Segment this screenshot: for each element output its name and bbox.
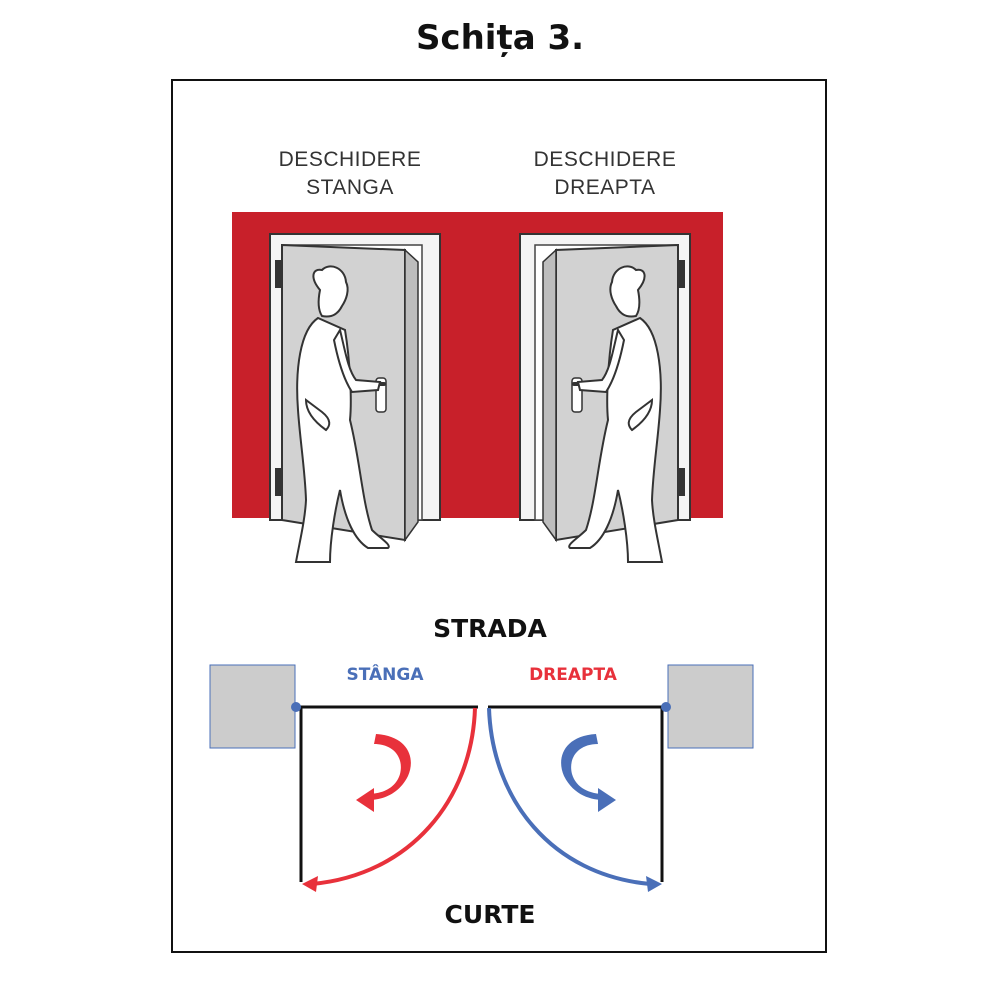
left-door-hinge-bottom	[275, 468, 282, 496]
right-person	[568, 265, 664, 563]
right-rotation-arrowhead	[598, 788, 616, 812]
left-swing-arc	[311, 707, 477, 886]
floor-plan	[209, 664, 754, 892]
dreapta-label: DREAPTA	[529, 665, 617, 685]
right-door-hinge-top	[678, 260, 685, 288]
left-door-edge	[404, 248, 419, 543]
left-door-hinge-top	[275, 260, 282, 288]
left-opening-label-line1: DESCHIDERE	[278, 148, 422, 171]
right-opening-label: DESCHIDERE DREAPTA	[505, 146, 705, 202]
right-hinge-dot	[661, 702, 671, 712]
left-rotation-arrow	[368, 734, 411, 800]
left-opening-label-line2: STANGA	[306, 176, 394, 199]
left-rotation-arrowhead	[356, 788, 374, 812]
page-title: Schița 3.	[415, 18, 585, 58]
right-wall-block	[667, 664, 754, 749]
right-door-edge	[542, 248, 557, 543]
right-opening-label-line2: DREAPTA	[554, 176, 656, 199]
strada-label: STRADA	[433, 614, 547, 643]
left-door-illustration	[269, 233, 441, 563]
left-swing-arrowhead	[302, 876, 318, 892]
right-door-illustration	[519, 233, 691, 563]
sketch-frame	[171, 79, 827, 953]
right-door-hinge-bottom	[678, 468, 685, 496]
curte-label: CURTE	[444, 900, 536, 929]
right-swing-arc	[487, 707, 651, 886]
stanga-label: STÂNGA	[346, 665, 424, 685]
left-hinge-dot	[291, 702, 301, 712]
right-rotation-arrow	[561, 734, 604, 800]
left-opening-label: DESCHIDERE STANGA	[250, 146, 450, 202]
right-swing-arrowhead	[646, 876, 662, 892]
right-opening-label-line1: DESCHIDERE	[533, 148, 677, 171]
left-wall-block	[209, 664, 296, 749]
left-person	[294, 265, 390, 563]
